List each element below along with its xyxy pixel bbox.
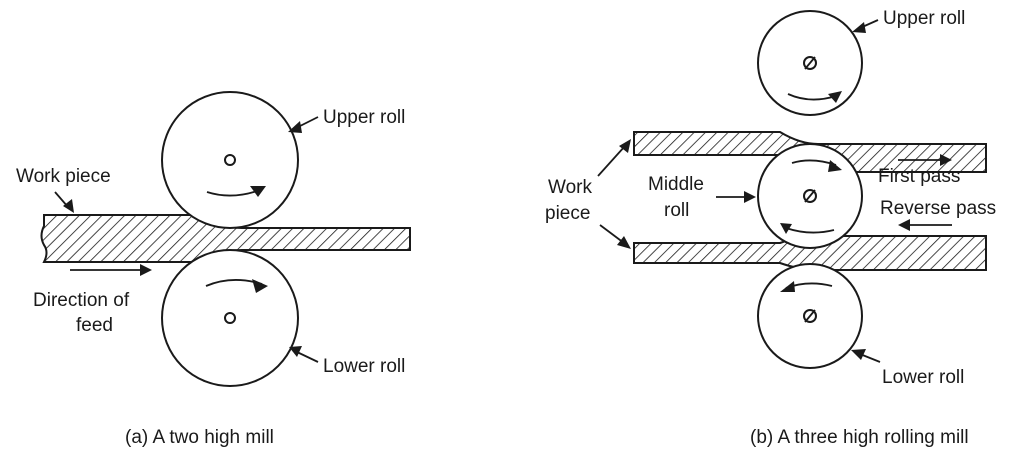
middle-roll-b-label-line1: Middle xyxy=(648,174,704,195)
work-piece-b-leader-lower xyxy=(599,224,625,244)
lower-roll-a-rotation-arrowhead xyxy=(252,279,268,293)
work-piece-b-leader-upper xyxy=(597,145,626,177)
lower-roll-b-leader-head xyxy=(851,349,866,360)
work-piece-a-leader-head xyxy=(63,199,74,213)
upper-roll-a-centre xyxy=(224,154,236,166)
first-pass-label: First pass xyxy=(878,166,960,187)
upper-roll-a-leader-head xyxy=(288,121,302,133)
work-piece-b-label-line1: Work xyxy=(548,177,592,198)
work-piece-b-leader-lower-head xyxy=(617,236,631,249)
upper-roll-a xyxy=(161,91,299,229)
feed-direction-label-line2: feed xyxy=(76,315,113,336)
middle-roll-b-centre xyxy=(803,189,817,203)
middle-roll-b-rotation-arrowhead-top xyxy=(828,160,842,172)
lower-roll-b-label: Lower roll xyxy=(882,367,964,388)
middle-roll-b-rotation-arrow-bottom xyxy=(785,227,835,234)
work-piece-b-label-line2: piece xyxy=(545,203,590,224)
upper-roll-b-centre xyxy=(803,56,817,70)
upper-roll-b-leader-head xyxy=(852,22,866,33)
work-piece-b-leader-upper-head xyxy=(619,139,631,153)
lower-roll-a-centre xyxy=(224,312,236,324)
middle-roll-b-label-line2: roll xyxy=(664,200,689,221)
upper-roll-b-rotation-arrowhead xyxy=(828,91,842,103)
lower-roll-b-centre xyxy=(803,309,817,323)
caption-b: (b) A three high rolling mill xyxy=(750,427,969,448)
two-high-mill-diagram: Upper roll Work piece Direction of feed … xyxy=(16,91,411,448)
lower-roll-a-leader xyxy=(296,351,319,363)
lower-roll-a-leader-head xyxy=(289,346,302,357)
reverse-pass-label: Reverse pass xyxy=(880,198,996,219)
middle-roll-b-rotation-arrowhead-bottom xyxy=(780,223,792,234)
lower-roll-b-leader xyxy=(859,353,881,363)
reverse-pass-arrowhead xyxy=(898,219,910,231)
first-pass-arrowhead xyxy=(940,154,952,166)
three-high-mill-diagram: Upper roll Work piece Middle roll First … xyxy=(545,8,996,448)
upper-roll-a-rotation-arrowhead xyxy=(250,186,266,197)
lower-roll-b-rotation-arrowhead xyxy=(780,281,795,292)
feed-direction-label-line1: Direction of xyxy=(33,290,130,311)
lower-roll-a xyxy=(161,249,299,387)
lower-roll-a-label: Lower roll xyxy=(323,356,405,377)
middle-roll-b-leader-head xyxy=(744,191,756,203)
upper-roll-b-label: Upper roll xyxy=(883,8,965,29)
feed-direction-arrowhead xyxy=(140,264,152,276)
work-piece-a-label: Work piece xyxy=(16,166,111,187)
upper-roll-a-label: Upper roll xyxy=(323,107,405,128)
caption-a: (a) A two high mill xyxy=(125,427,274,448)
